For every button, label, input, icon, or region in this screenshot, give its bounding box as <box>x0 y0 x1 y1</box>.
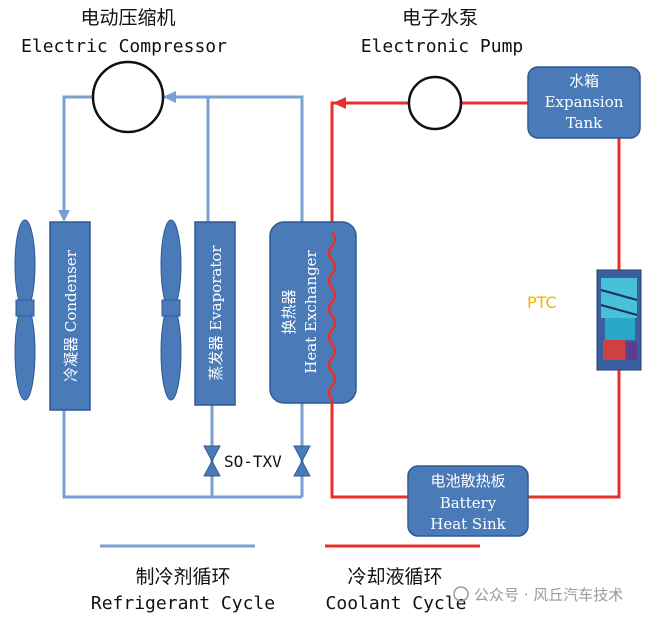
pump-circle-icon <box>407 75 463 131</box>
evaporator-label: 蒸发器 Evaporator <box>207 245 225 381</box>
refrigerant-line-compressor-to-condenser <box>62 95 93 215</box>
heat-exchanger-label-cn: 换热器 <box>280 289 298 334</box>
electric-compressor: 电动压缩机 Electric Compressor <box>21 7 227 134</box>
coolant-line-battery-to-hx <box>330 395 408 499</box>
heat-exchanger-coolant-coil <box>327 231 337 403</box>
wechat-icon <box>453 586 469 602</box>
coolant-arrow-left-icon <box>333 97 346 109</box>
refrigerant-line-condenser-bottom <box>62 410 302 499</box>
evaporator: 蒸发器 Evaporator <box>194 221 236 406</box>
battery-label-en-2: Heat Sink <box>430 515 506 533</box>
pump-label-en: Electronic Pump <box>361 36 524 57</box>
hx-valve-icon <box>293 445 311 477</box>
refrigerant-arrow-left-icon <box>163 91 176 103</box>
pump-label-cn: 电子水泵 <box>402 7 478 29</box>
legend: 制冷剂循环 Refrigerant Cycle 冷却液循环 Coolant Cy… <box>91 544 480 614</box>
compressor-label-cn: 电动压缩机 <box>80 7 175 29</box>
heat-exchanger: 换热器 Heat Exchanger <box>269 221 357 404</box>
compressor-circle-icon <box>91 60 165 134</box>
expansion-tank-label-cn: 水箱 <box>569 72 599 90</box>
condenser-fan-icon <box>14 219 36 401</box>
expansion-tank-box <box>527 66 641 139</box>
evaporator-box <box>194 221 236 406</box>
watermark-text: 公众号 · 风丘汽车技术 <box>474 586 623 604</box>
heat-exchanger-label-en: Heat Exchanger <box>302 249 320 373</box>
legend-refrigerant-cn: 制冷剂循环 <box>135 566 230 588</box>
ptc-heater: PTC <box>527 269 642 371</box>
coolant-circuit <box>330 101 621 499</box>
battery-heat-sink: 电池散热板 Battery Heat Sink <box>407 465 529 537</box>
legend-refrigerant-en: Refrigerant Cycle <box>91 593 275 614</box>
battery-label-en-1: Battery <box>440 494 497 512</box>
refrigerant-line-return-bus <box>163 95 304 222</box>
expansion-tank: 水箱 Expansion Tank <box>527 66 641 139</box>
electronic-pump: 电子水泵 Electronic Pump <box>361 7 524 131</box>
refrigerant-circuit <box>62 95 304 499</box>
condenser: 冷凝器 Condenser <box>49 221 91 411</box>
watermark: 公众号 · 风丘汽车技术 <box>453 586 623 604</box>
coolant-line-pump-to-hx <box>330 101 410 232</box>
legend-coolant-cn: 冷却液循环 <box>347 566 442 588</box>
refrigerant-arrow-down-icon <box>58 210 70 222</box>
evaporator-fan-icon <box>160 219 182 401</box>
valve-label: SO-TXV <box>224 452 282 471</box>
compressor-label-en: Electric Compressor <box>21 36 227 57</box>
expansion-tank-label-en-2: Tank <box>566 114 603 132</box>
battery-heat-sink-box <box>407 465 529 537</box>
legend-coolant-en: Coolant Cycle <box>326 593 467 614</box>
ptc-label: PTC <box>527 293 557 312</box>
coolant-line-ptc-to-battery <box>528 370 621 499</box>
battery-label-cn: 电池散热板 <box>430 472 505 490</box>
expansion-tank-label-en-1: Expansion <box>545 93 624 111</box>
condenser-box <box>49 221 91 411</box>
condenser-label: 冷凝器 Condenser <box>62 249 80 382</box>
evaporator-valve-icon <box>203 445 221 477</box>
